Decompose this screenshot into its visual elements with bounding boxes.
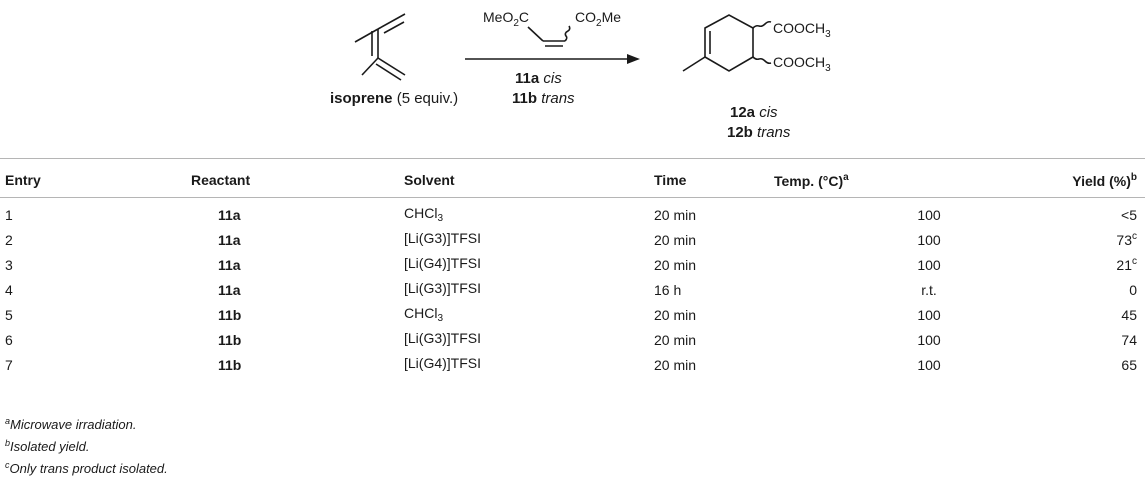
header-yield: Yield (%)b	[1072, 171, 1137, 189]
table-row: 2 11a [Li(G3)]TFSI 20 min 100 73c	[0, 227, 1145, 252]
table-row: 6 11b [Li(G3)]TFSI 20 min 100 74	[0, 327, 1145, 352]
header-reactant: Reactant	[191, 172, 251, 188]
cell-solvent: [Li(G4)]TFSI	[404, 255, 482, 271]
cell-time: 20 min	[654, 306, 697, 323]
cell-solvent: [Li(G4)]TFSI	[404, 355, 482, 371]
results-table: Entry Reactant Solvent Time Temp. (°C)a …	[0, 163, 1145, 377]
table-row: 3 11a [Li(G4)]TFSI 20 min 100 21c	[0, 252, 1145, 277]
product-12b: 12b trans	[727, 124, 791, 141]
isoprene-label: isoprene (5 equiv.)	[330, 90, 458, 107]
cell-reactant: 11a	[218, 281, 241, 298]
header-time: Time	[654, 172, 687, 188]
cell-yield: 73c	[1116, 231, 1137, 248]
cell-temp: r.t.	[921, 281, 937, 298]
footnote-c: cOnly trans product isolated.	[5, 460, 168, 476]
cell-entry: 2	[5, 231, 13, 248]
cell-time: 20 min	[654, 356, 697, 373]
cell-yield: 21c	[1116, 256, 1137, 273]
cell-temp: 100	[917, 306, 941, 323]
cell-time: 20 min	[654, 206, 697, 223]
cell-yield: 74	[1121, 332, 1137, 348]
cell-entry: 7	[5, 356, 13, 373]
maleate-structure	[527, 25, 571, 47]
cell-solvent: CHCl3	[404, 205, 444, 224]
cell-entry: 5	[5, 306, 13, 323]
cell-temp: 100	[917, 356, 941, 373]
cell-entry: 1	[5, 206, 13, 223]
cell-solvent: CHCl3	[404, 305, 444, 324]
footnote-a: aMicrowave irradiation.	[5, 416, 137, 432]
cell-time: 20 min	[654, 331, 697, 348]
product-12a: 12a cis	[730, 104, 778, 121]
header-entry: Entry	[5, 172, 41, 188]
cell-yield: <5	[1121, 207, 1137, 223]
cell-reactant: 11b	[218, 306, 242, 323]
cell-reactant: 11b	[218, 331, 242, 348]
product-structure	[682, 14, 772, 72]
cell-solvent: [Li(G3)]TFSI	[404, 280, 482, 296]
footnotes: aMicrowave irradiation. bIsolated yield.…	[5, 412, 168, 478]
cell-temp: 100	[917, 206, 941, 223]
table-row: 5 11b CHCl3 20 min 100 45	[0, 302, 1145, 327]
cell-entry: 6	[5, 331, 13, 348]
cell-temp: 100	[917, 331, 941, 348]
cell-yield: 45	[1121, 307, 1137, 323]
cell-reactant: 11a	[218, 231, 241, 248]
cell-temp: 100	[917, 231, 941, 248]
condition-11a: 11a cis	[515, 70, 562, 87]
header-row: Entry Reactant Solvent Time Temp. (°C)a …	[0, 163, 1145, 198]
table-row: 1 11a CHCl3 20 min 100 <5	[0, 198, 1145, 228]
header-solvent: Solvent	[404, 172, 455, 188]
reagent-left-group: MeO2C	[483, 9, 529, 29]
cell-time: 20 min	[654, 256, 697, 273]
reaction-arrow	[465, 54, 640, 64]
cell-solvent: [Li(G3)]TFSI	[404, 230, 482, 246]
table-row: 4 11a [Li(G3)]TFSI 16 h r.t. 0	[0, 277, 1145, 302]
cell-entry: 3	[5, 256, 13, 273]
isoprene-structure	[354, 13, 406, 81]
table-top-rule	[0, 158, 1145, 159]
reaction-scheme: isoprene (5 equiv.) MeO2C CO2Me 11a cis …	[330, 9, 831, 141]
cell-solvent: [Li(G3)]TFSI	[404, 330, 482, 346]
footnote-b: bIsolated yield.	[5, 438, 90, 454]
table-row: 7 11b [Li(G4)]TFSI 20 min 100 65	[0, 352, 1145, 377]
cell-reactant: 11a	[218, 256, 241, 273]
cell-yield: 65	[1121, 357, 1137, 373]
cell-time: 16 h	[654, 281, 682, 298]
cell-reactant: 11b	[218, 356, 242, 373]
product-ester-2: COOCH3	[773, 54, 831, 74]
reagent-right-group: CO2Me	[575, 9, 621, 29]
header-temp: Temp. (°C)a	[774, 171, 849, 189]
cell-time: 20 min	[654, 231, 697, 248]
cell-reactant: 11a	[218, 206, 241, 223]
cell-temp: 100	[917, 256, 941, 273]
product-ester-1: COOCH3	[773, 20, 831, 40]
cell-entry: 4	[5, 281, 13, 298]
condition-11b: 11b trans	[512, 90, 575, 107]
cell-yield: 0	[1129, 282, 1137, 298]
